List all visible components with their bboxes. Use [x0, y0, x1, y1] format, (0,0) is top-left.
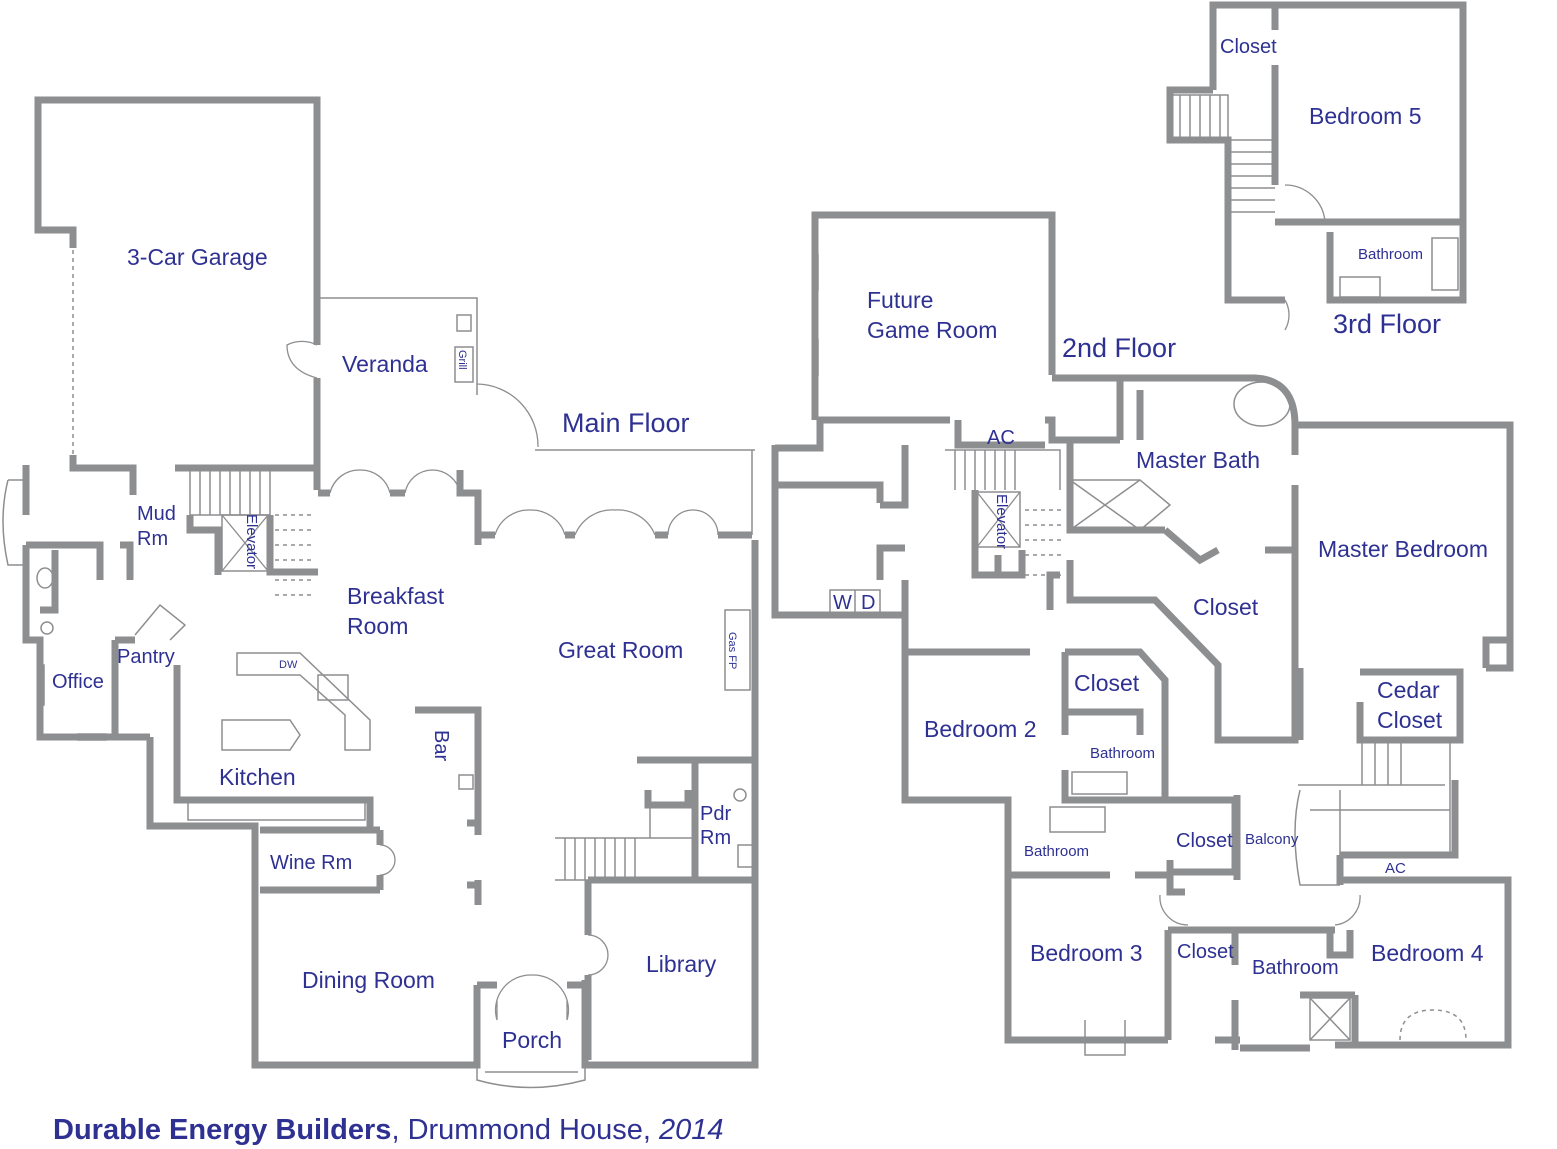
dw-label: DW	[279, 659, 298, 671]
room-label-bedroom-5: Bedroom 5	[1309, 103, 1422, 129]
second-floor	[771, 211, 1514, 1056]
room-label-balcony: Balcony	[1245, 831, 1299, 848]
gas-fp-label: Gas FP	[726, 632, 738, 669]
room-label-bar: Bar	[430, 730, 452, 761]
room-label-hall-closet: Closet	[1176, 830, 1233, 852]
room-label-breakfast: Breakfast	[347, 583, 445, 609]
room-label-pdr-2: Rm	[700, 827, 731, 849]
room-label-bedroom-3: Bedroom 3	[1030, 940, 1143, 966]
elevator-box	[221, 514, 269, 572]
caption: Durable Energy Builders, Drummond House,…	[53, 1114, 724, 1146]
room-label-closet-b2: Closet	[1074, 670, 1140, 696]
room-label-veranda: Veranda	[342, 351, 428, 377]
caption-sep: ,	[391, 1114, 407, 1146]
room-label-master-bedroom: Master Bedroom	[1318, 536, 1488, 562]
labels: 3-Car Garage Veranda Grill Main Floor Mu…	[52, 36, 1488, 1053]
room-label-porch: Porch	[502, 1027, 562, 1053]
room-label-cedar: Cedar	[1377, 677, 1440, 703]
elevator-label-main: Elevator	[243, 514, 260, 569]
room-label-master-bath: Master Bath	[1136, 447, 1260, 473]
third-floor	[1166, 1, 1467, 331]
room-label-bedroom-4: Bedroom 4	[1371, 940, 1484, 966]
caption-company: Durable Energy Builders	[53, 1114, 391, 1146]
caption-year: 2014	[658, 1114, 724, 1146]
floor-title-main: Main Floor	[562, 408, 690, 438]
ac-label-2: AC	[1385, 860, 1406, 877]
room-label-mud-2: Rm	[137, 528, 168, 550]
room-label-breakfast-2: Room	[347, 613, 408, 639]
room-label-library: Library	[646, 951, 717, 977]
room-label-great-room: Great Room	[558, 637, 683, 663]
room-label-bath-b3: Bathroom	[1024, 843, 1089, 860]
room-label-game-2: Game Room	[867, 317, 997, 343]
room-label-bath-b2: Bathroom	[1090, 745, 1155, 762]
caption-house: Drummond House,	[408, 1114, 659, 1146]
main-floor	[2, 96, 759, 1089]
room-label-wine: Wine Rm	[270, 852, 352, 874]
room-label-bath-b4: Bathroom	[1252, 957, 1339, 979]
elevator-label-second: Elevator	[993, 494, 1010, 549]
room-label-cedar-closet: Closet	[1377, 707, 1443, 733]
room-label-master-closet: Closet	[1193, 594, 1259, 620]
washer-label: W	[833, 592, 852, 614]
ac-label-1: AC	[987, 427, 1015, 449]
room-label-mud: Mud	[137, 503, 176, 525]
room-label-pdr: Pdr	[700, 803, 731, 825]
room-label-dining: Dining Room	[302, 967, 435, 993]
room-label-bedroom-2: Bedroom 2	[924, 716, 1037, 742]
floor-title-third: 3rd Floor	[1333, 309, 1441, 339]
room-label-pantry: Pantry	[117, 646, 175, 668]
room-label-office: Office	[52, 671, 104, 693]
room-label-closet-3rd: Closet	[1220, 36, 1277, 58]
room-label-game: Future	[867, 287, 933, 313]
floor-title-second: 2nd Floor	[1062, 333, 1176, 363]
room-label-bath-3rd: Bathroom	[1358, 246, 1423, 263]
grill-label: Grill	[456, 350, 468, 370]
dryer-label: D	[861, 592, 875, 614]
room-label-kitchen: Kitchen	[219, 764, 296, 790]
room-label-garage: 3-Car Garage	[127, 244, 268, 270]
room-label-closet-b4: Closet	[1177, 941, 1234, 963]
